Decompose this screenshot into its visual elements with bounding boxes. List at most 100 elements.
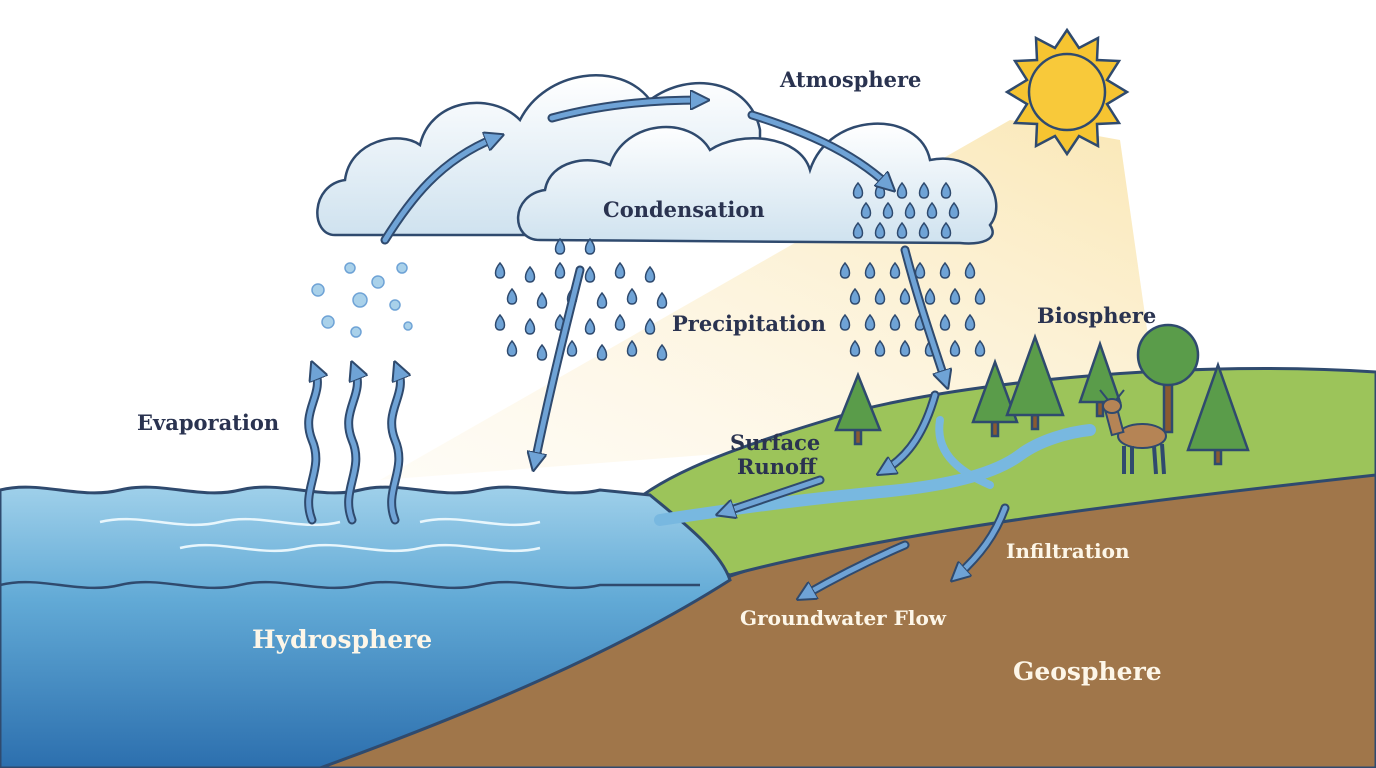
label-geosphere: Geosphere [1013,657,1162,686]
label-biosphere: Biosphere [1037,303,1156,328]
raindrops [494,181,986,361]
raindrop [939,313,951,331]
tree-icon [834,371,882,446]
raindrop [584,317,596,335]
raindrop [566,339,578,357]
raindrop [926,201,938,219]
raindrop [904,201,916,219]
cloud-right [516,122,998,245]
raindrop [974,339,986,357]
vapor-swirls [311,262,413,338]
raindrop [940,181,952,199]
raindrop [860,201,872,219]
label-atmosphere: Atmosphere [779,67,921,92]
label-hydrosphere: Hydrosphere [252,625,432,654]
raindrop [554,237,566,255]
raindrop [896,181,908,199]
raindrop [939,261,951,279]
label-precipitation: Precipitation [672,311,826,336]
raindrop [948,201,960,219]
flow-arrow [805,542,908,595]
raindrop [584,237,596,255]
raindrop [584,265,596,283]
flow-arrow [958,505,1008,575]
raindrop [964,261,976,279]
flow-arrow [535,267,583,462]
label-evaporation: Evaporation [137,410,279,435]
raindrop [924,287,936,305]
raindrop [914,261,926,279]
tree-icon [971,358,1019,438]
flow-arrow [749,112,888,185]
raindrop [536,291,548,309]
label-surface-runoff-line2: Runoff [737,454,818,479]
raindrop [554,261,566,279]
trees [834,323,1250,466]
raindrop [839,261,851,279]
raindrop [524,317,536,335]
flow-arrow [902,247,945,380]
raindrop [940,221,952,239]
raindrop [882,201,894,219]
ocean [0,485,732,768]
raindrop [889,261,901,279]
raindrop [864,261,876,279]
raindrop [506,287,518,305]
raindrop [524,265,536,283]
deciduous-tree-icon [1136,323,1200,434]
wave-highlight [99,517,541,553]
raindrop [874,339,886,357]
raindrop [849,287,861,305]
evaporation-arrows [304,370,401,525]
raindrop [949,339,961,357]
wave-line [0,580,700,590]
raindrop [596,343,608,361]
raindrop [626,287,638,305]
tree-icon [1186,361,1250,466]
raindrop [656,291,668,309]
raindrop [852,181,864,199]
flow-arrow [725,477,823,512]
raindrop [626,339,638,357]
flow-arrow [885,392,938,470]
river [654,424,1096,526]
raindrop [899,339,911,357]
flow-arrows [380,100,1010,595]
tree-icon [1005,333,1065,431]
raindrop [596,291,608,309]
label-surface-runoff-line1: Surface [730,430,820,455]
raindrop [899,287,911,305]
raindrop [644,317,656,335]
label-groundwater-flow: Groundwater Flow [740,606,947,630]
flow-arrow [382,138,495,243]
raindrop [839,313,851,331]
river-branch [935,416,994,489]
raindrop [506,339,518,357]
label-condensation: Condensation [603,197,765,222]
raindrop [949,287,961,305]
raindrop [896,221,908,239]
raindrop [656,343,668,361]
raindrop [494,261,506,279]
raindrop [874,221,886,239]
raindrop [644,265,656,283]
raindrop [974,287,986,305]
raindrop [864,313,876,331]
raindrop [964,313,976,331]
raindrop [536,343,548,361]
raindrop [918,181,930,199]
raindrop [874,287,886,305]
raindrop [889,313,901,331]
raindrop [849,339,861,357]
raindrop [852,221,864,239]
flow-arrow [549,100,700,121]
raindrop [614,261,626,279]
sun-icon [1004,27,1130,157]
label-infiltration: Infiltration [1006,539,1130,563]
raindrop [494,313,506,331]
deer-icon [1099,389,1167,475]
raindrop [918,221,930,239]
raindrop [614,313,626,331]
